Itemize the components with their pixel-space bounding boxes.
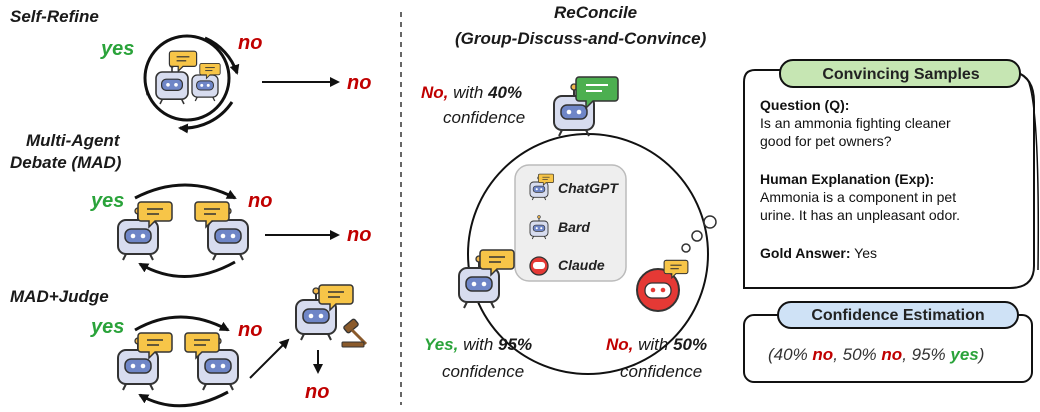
mad-judge-debate-arrow-bottom: [138, 390, 229, 408]
gold-answer: Gold Answer: Yes: [760, 245, 877, 261]
mad-judge-title: MAD+Judge: [10, 287, 109, 306]
model-label-chatgpt: ChatGPT: [558, 180, 619, 196]
self-refine-no-label: no: [238, 32, 262, 54]
self-refine-loop-arrow-bottom: [178, 101, 234, 134]
top-agent-confidence: confidence: [443, 108, 525, 127]
explanation-line1: Ammonia is a component in pet: [760, 189, 956, 205]
gavel-icon: [341, 318, 368, 348]
speech-bubble-icon: [575, 76, 619, 110]
explanation-line2: urine. It has an unpleasant odor.: [760, 207, 960, 223]
robot-icon: [636, 268, 680, 312]
convincing-samples-title: Convincing Samples: [822, 66, 979, 83]
mad-judge-result: no: [305, 381, 329, 403]
mad-yes-label: yes: [90, 190, 124, 212]
confidence-estimation-values: (40% no, 50% no, 95% yes): [768, 345, 984, 364]
mad-judge-to-judge-arrow: [249, 338, 290, 379]
self-refine-result: no: [347, 72, 371, 94]
thought-bubble-icon: [681, 215, 717, 253]
explanation-label: Human Explanation (Exp):: [760, 171, 934, 187]
question-line1: Is an ammonia fighting cleaner: [760, 115, 951, 131]
reconcile-title: ReConcile: [554, 3, 637, 22]
top-agent-answer: No, with 40%: [421, 83, 522, 102]
right-agent-answer: No, with 50%: [606, 335, 707, 354]
mad-debate-arrow-bottom: [138, 260, 236, 278]
mad-judge-debate-arrow-top: [134, 315, 230, 332]
self-refine-yes-label: yes: [100, 38, 134, 60]
confidence-estimation-title: Confidence Estimation: [811, 307, 984, 324]
self-refine-loop-arrow-top: [204, 36, 240, 75]
model-label-claude: Claude: [558, 257, 605, 273]
mad-title-line2: Debate (MAD): [10, 153, 122, 172]
mad-no-label: no: [248, 190, 272, 212]
mad-debate-arrow-top: [134, 183, 237, 200]
reconcile-subtitle: (Group-Discuss-and-Convince): [455, 29, 707, 48]
confidence-estimation-header: [777, 301, 1019, 329]
right-agent-confidence: confidence: [620, 362, 702, 381]
convincing-samples-header: [779, 59, 1021, 88]
mad-judge-yes-label: yes: [90, 316, 124, 338]
question-label: Question (Q):: [760, 97, 849, 113]
left-agent-confidence: confidence: [442, 362, 524, 381]
mad-judge-no-label: no: [238, 319, 262, 341]
question-line2: good for pet owners?: [760, 133, 892, 149]
model-label-bard: Bard: [558, 219, 590, 235]
mad-title-line1: Multi-Agent: [26, 131, 121, 150]
convincing-samples-card: [743, 69, 1035, 289]
self-refine-title: Self-Refine: [10, 7, 99, 26]
robot-icon: [529, 256, 549, 276]
mad-result: no: [347, 224, 371, 246]
card-stack-edge: [1027, 79, 1040, 271]
left-agent-answer: Yes, with 95%: [424, 335, 532, 354]
